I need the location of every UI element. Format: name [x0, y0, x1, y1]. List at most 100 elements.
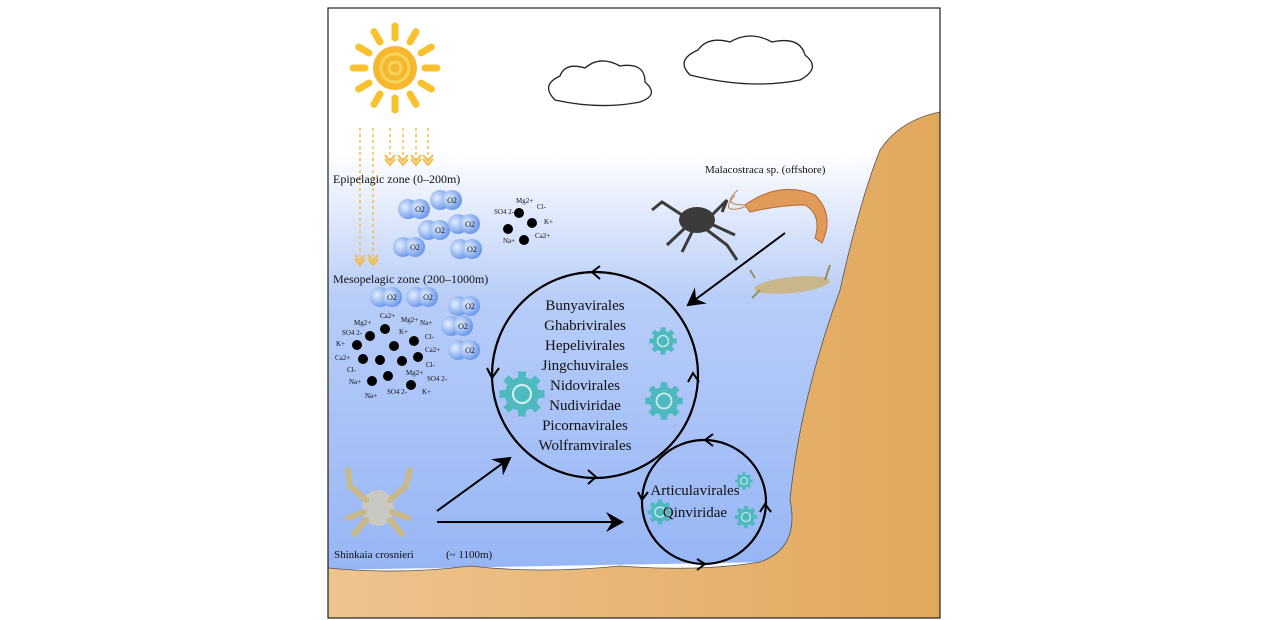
ion-label: Na+: [503, 237, 515, 245]
ion-dot: [413, 352, 423, 362]
ion-label: Mg2+: [401, 316, 418, 324]
sun-icon: [349, 22, 441, 114]
oxygen-molecule: O2: [448, 214, 480, 234]
oxygen-molecule: O2: [430, 190, 462, 210]
virus-icon: [649, 327, 677, 355]
ray-arrowhead: [397, 154, 409, 167]
virus-order-label: Articulavirales: [650, 483, 739, 499]
ion-label: Ca2+: [335, 354, 350, 362]
shinkaia-image: [345, 467, 413, 537]
ion-label: Cl-: [537, 203, 547, 211]
ion-label: K+: [422, 388, 431, 396]
oxygen-label: O2: [387, 293, 397, 302]
ion-label: Ca2+: [535, 232, 550, 240]
oxygen-molecule: O2: [418, 220, 450, 240]
ion-label: K+: [399, 328, 408, 336]
ion-dot: [367, 376, 377, 386]
ion-dot: [352, 340, 362, 350]
oxygen-label: O2: [465, 302, 475, 311]
oxygen-molecule: O2: [450, 239, 482, 259]
seafloor: [327, 111, 941, 619]
virus-order-label: Nudiviridae: [549, 398, 621, 414]
shrimp-image: [727, 188, 828, 244]
ion-label: Na+: [349, 378, 361, 386]
ion-label: Mg2+: [406, 369, 423, 377]
ion-label: SO4 2-: [342, 329, 363, 337]
ray-arrowhead: [384, 154, 396, 167]
sun-ray: [370, 28, 384, 46]
sun-ray: [417, 43, 435, 57]
ray-arrowhead: [410, 154, 422, 167]
cloud-icon: [683, 35, 813, 85]
arrow-shinkaia-to-large-cycle: [436, 456, 512, 512]
virus-order-label: Ghabrivirales: [544, 318, 626, 334]
frame-border: [327, 7, 941, 619]
ion-dot: [527, 218, 537, 228]
sun-ray: [417, 79, 435, 93]
oxygen-label: O2: [410, 243, 420, 252]
sun-ray: [406, 28, 420, 46]
oxygen-molecule: O2: [406, 287, 438, 307]
ion-label: Na+: [420, 319, 432, 327]
oxygen-label: O2: [465, 220, 475, 229]
ion-dot: [380, 324, 390, 334]
ion-dot: [409, 336, 419, 346]
virus-order-label: Nidovirales: [550, 378, 620, 394]
virus-list-large: BunyaviralesGhabriviralesHepeliviralesJi…: [539, 298, 632, 454]
oxygen-molecule: O2: [448, 340, 480, 360]
ion-dot: [383, 371, 393, 381]
epipelagic-label: Epipelagic zone (0–200m): [333, 172, 460, 186]
ray-arrowhead: [422, 154, 434, 167]
virus-icons: [499, 327, 758, 529]
ion-dot: [514, 208, 524, 218]
ion-label: Mg2+: [516, 197, 533, 205]
oxygen-label: O2: [458, 322, 468, 331]
oxygen-label: O2: [465, 346, 475, 355]
ion-dot: [397, 356, 407, 366]
depth-label: (~ 1100m): [446, 549, 493, 561]
ray-arrowhead: [367, 254, 379, 267]
ion-label: Ca2+: [380, 312, 395, 320]
ion-particles: Mg2+Cl-SO4 2-K+Na+Ca2+Mg2+Ca2+Mg2+Na+SO4…: [335, 197, 553, 400]
ion-label: SO4 2-: [494, 208, 515, 216]
ion-dot: [358, 354, 368, 364]
sun-ray: [355, 43, 373, 57]
ion-label: Mg2+: [354, 319, 371, 327]
ion-label: Na+: [365, 392, 377, 400]
oxygen-molecule: O2: [441, 316, 473, 336]
transmission-arrows: [436, 232, 786, 532]
oxygen-label: O2: [435, 226, 445, 235]
sun-ray: [355, 79, 373, 93]
shinkaia-label: Shinkaia crosnieri: [334, 549, 414, 561]
virus-order-label: Jingchuvirales: [542, 358, 629, 374]
virus-icon: [499, 371, 545, 417]
ion-label: K+: [336, 340, 345, 348]
ion-dot: [389, 341, 399, 351]
sun-ray: [406, 90, 420, 108]
ion-dot: [375, 355, 385, 365]
oxygen-label: O2: [423, 293, 433, 302]
oxygen-label: O2: [447, 196, 457, 205]
sunlight-rays: [359, 128, 429, 265]
ion-label: Ca2+: [425, 346, 440, 354]
ion-dot: [519, 235, 529, 245]
ion-label: Cl-: [347, 366, 357, 374]
crab-image: [651, 198, 739, 261]
ion-label: Cl-: [426, 361, 436, 369]
virus-order-label: Bunyavirales: [545, 298, 624, 314]
oxygen-molecule: O2: [448, 296, 480, 316]
ray-arrowheads: [354, 154, 434, 267]
ion-label: SO4 2-: [427, 375, 448, 383]
sun-ray: [370, 90, 384, 108]
virus-icon: [645, 382, 683, 420]
shrimp-label: Malacostraca sp. (offshore): [705, 164, 826, 176]
ion-label: SO4 2-: [387, 388, 408, 396]
oxygen-molecule: O2: [398, 199, 430, 219]
oxygen-molecule: O2: [393, 237, 425, 257]
mesopelagic-label: Mesopelagic zone (200–1000m): [333, 272, 488, 286]
oxygen-molecule: O2: [370, 287, 402, 307]
arrow-crustacean-to-cycle: [686, 232, 786, 307]
